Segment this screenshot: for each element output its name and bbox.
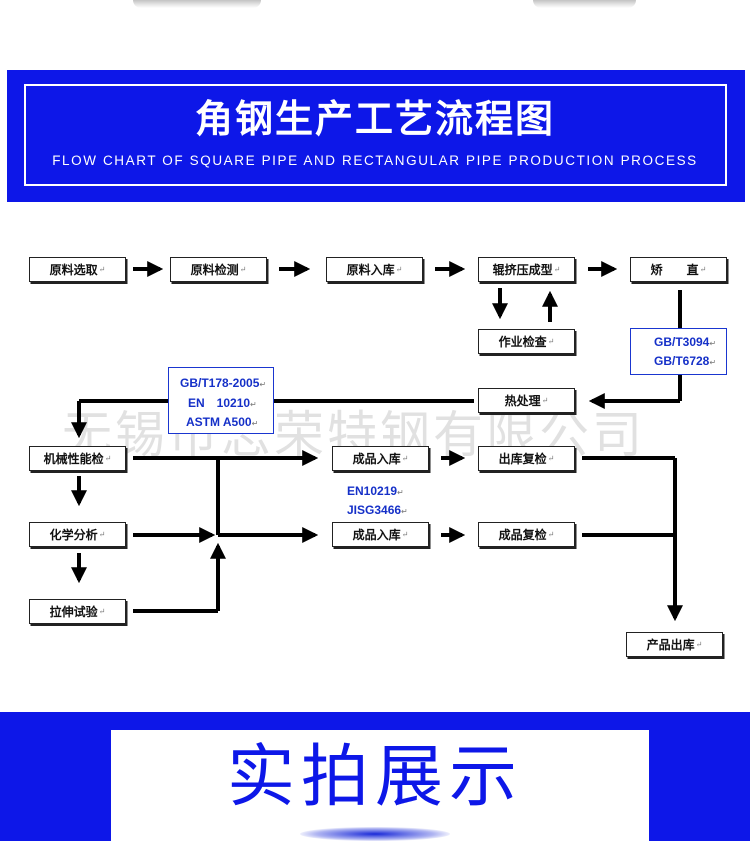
top-decoration-right [533, 0, 636, 8]
header-banner [7, 70, 745, 202]
step-product-storage-1: 成品入库↵ [332, 446, 429, 471]
step-raw-inspection: 原料检测↵ [170, 257, 267, 282]
header-frame [24, 84, 727, 186]
step-product-storage-2: 成品入库↵ [332, 522, 429, 547]
standard-en10219: EN10219↵ [347, 484, 404, 498]
standard-gb-t3094: GB/T3094↵ [654, 335, 717, 349]
standard-en-10210: EN 10210↵ [188, 396, 257, 410]
standard-jisg3466: JISG3466↵ [347, 503, 408, 517]
step-outbound-recheck: 出库复检↵ [478, 446, 575, 471]
step-raw-storage: 原料入库↵ [326, 257, 423, 282]
step-operation-check: 作业检查↵ [478, 329, 575, 354]
step-mechanical-test: 机械性能检↵ [29, 446, 126, 471]
step-raw-selection: 原料选取↵ [29, 257, 126, 282]
bottom-panel [111, 730, 649, 841]
step-chemical-analysis: 化学分析↵ [29, 522, 126, 547]
standard-gb-t178: GB/T178-2005↵ [180, 376, 267, 390]
standard-box-a [630, 328, 727, 375]
standard-box-b [168, 367, 274, 434]
step-product-outbound: 产品出库↵ [626, 632, 723, 657]
step-product-recheck: 成品复检↵ [478, 522, 575, 547]
standard-astm-a500: ASTM A500↵ [186, 415, 259, 429]
step-roll-forming: 辊挤压成型↵ [478, 257, 575, 282]
step-heat-treatment: 热处理↵ [478, 388, 575, 413]
page-subtitle: FLOW CHART OF SQUARE PIPE AND RECTANGULA… [52, 153, 698, 168]
page-title: 角钢生产工艺流程图 [194, 97, 555, 141]
flow-connectors [71, 261, 683, 622]
standard-gb-t6728: GB/T6728↵ [654, 354, 717, 368]
step-tensile-test: 拉伸试验↵ [29, 599, 126, 624]
title-shadow [300, 827, 450, 841]
section-title-photos: 实拍展示 [226, 738, 523, 817]
step-straightening: 矫 直↵ [630, 257, 727, 282]
top-decoration-left [133, 0, 261, 8]
